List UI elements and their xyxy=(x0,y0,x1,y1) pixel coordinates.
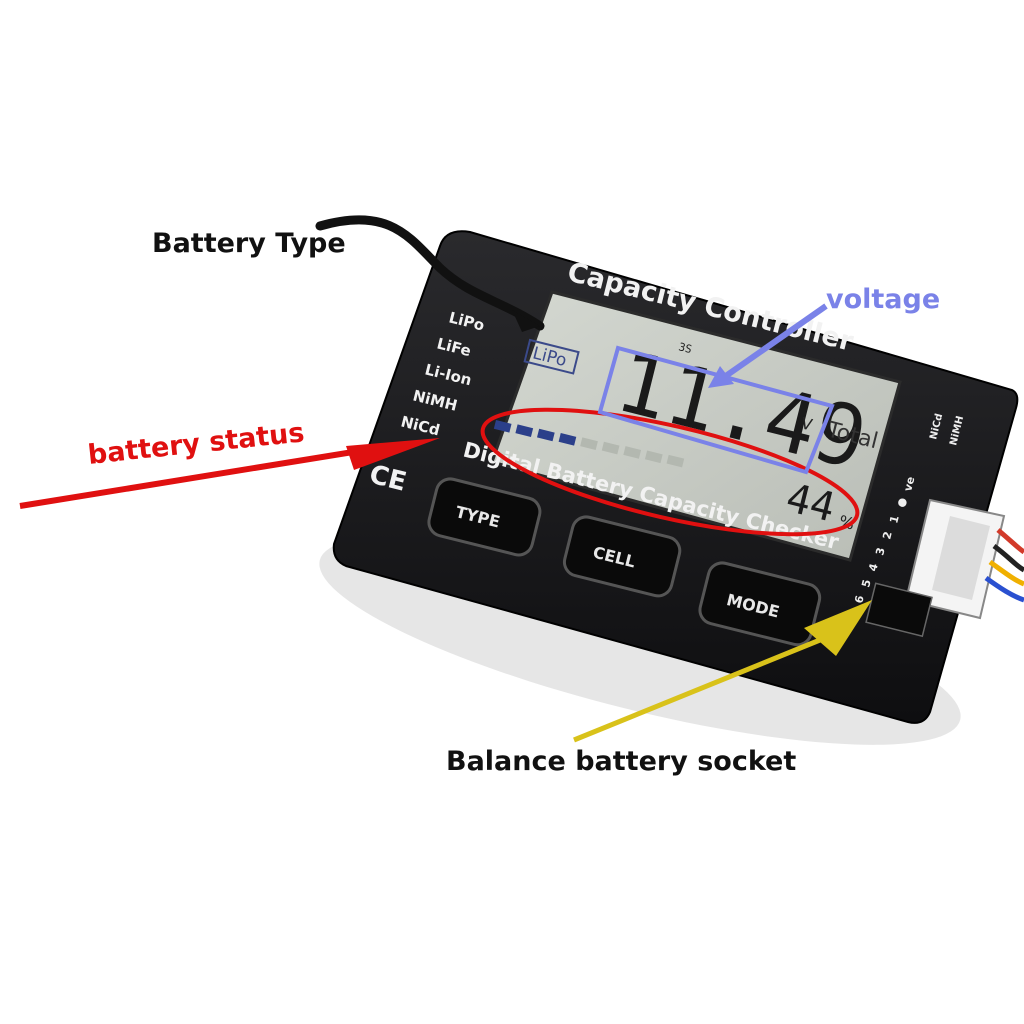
pin-label: 6 xyxy=(852,594,867,605)
battery-type-arrowhead xyxy=(512,310,540,332)
status-bar-segment xyxy=(515,424,534,437)
status-highlight-ellipse xyxy=(480,407,860,537)
lcd-screen xyxy=(490,290,902,562)
balance-socket-arrowhead xyxy=(804,600,872,656)
status-bar-segment xyxy=(623,446,642,459)
pin-label: 5 xyxy=(859,578,873,589)
battery-status-arrowhead xyxy=(346,438,440,470)
cell-button[interactable]: CELL xyxy=(561,514,682,599)
type-button[interactable]: TYPE xyxy=(426,476,543,558)
status-bar-segment xyxy=(536,428,555,442)
status-bar-segment xyxy=(580,437,598,451)
lcd-voltage-unit: V xyxy=(799,413,814,434)
status-bar-segment xyxy=(644,450,663,464)
lcd-cell-count: 3S xyxy=(677,340,693,356)
mode-button[interactable]: MODE xyxy=(697,560,823,648)
status-bar-segment xyxy=(493,420,512,433)
voltage-highlight-box xyxy=(597,345,835,475)
status-bar-segment xyxy=(601,441,620,455)
battery-type-arrow xyxy=(315,215,545,331)
voltage-arrow xyxy=(718,303,828,383)
status-bar-segment xyxy=(558,433,577,446)
voltage-arrowhead xyxy=(708,366,734,388)
lcd-percent-value: 44 xyxy=(782,475,840,531)
lcd-type-indicator: LiPo xyxy=(523,338,580,375)
pin-label: 1 xyxy=(887,514,901,525)
pin-label: 2 xyxy=(880,530,894,541)
pin-header xyxy=(865,582,933,638)
balance-socket-arrow xyxy=(573,637,821,743)
lcd-status-bars xyxy=(493,420,685,468)
status-bar-segment xyxy=(666,454,685,468)
pin-label: 3 xyxy=(873,546,887,557)
voltage-annotation: voltage xyxy=(826,284,941,315)
pin-label: ve xyxy=(901,475,917,492)
pin-label: ● xyxy=(894,496,909,508)
battery-status-arrow xyxy=(19,443,391,509)
battery-type-annotation: Battery Type xyxy=(152,228,346,259)
balance-socket-annotation: Balance battery socket xyxy=(446,746,797,777)
pin-label: 4 xyxy=(866,562,881,573)
balance-pin-labels: 6 5 4 3 2 1 ● ve xyxy=(852,475,917,604)
balance-socket[interactable] xyxy=(904,498,1024,620)
